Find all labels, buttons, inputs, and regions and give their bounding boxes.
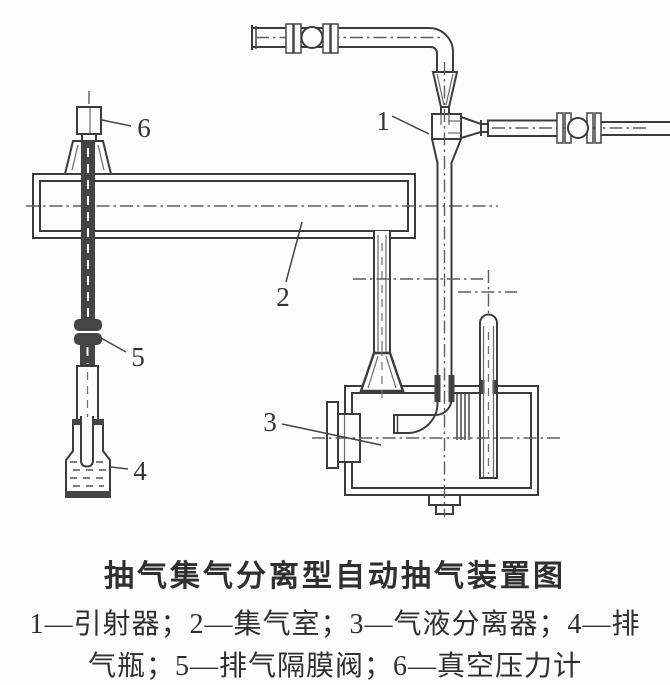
exhaust-sleeve (76, 365, 99, 424)
label-chamber: 2 (276, 282, 290, 312)
diaphragm-valve (74, 319, 102, 366)
exhaust-pipe (81, 141, 95, 321)
ball-valve-top-icon (285, 23, 339, 54)
figure-title: 抽气集气分离型自动抽气装置图 (104, 560, 566, 593)
device-diagram: 1 2 3 4 5 6 (26, 23, 670, 517)
baffle-plate (456, 393, 470, 440)
ball-valve-right-icon (556, 112, 602, 144)
exhaust-bottle (65, 416, 111, 498)
discharge-pipe-right (487, 119, 670, 137)
leader-lines (100, 115, 430, 470)
tank-inlet-elbow (393, 373, 455, 434)
label-gauge: 6 (137, 113, 151, 143)
ejector-downpipe (436, 162, 453, 375)
ejector (430, 71, 489, 165)
downpipe-funnel (359, 348, 405, 404)
centerlines (312, 62, 562, 517)
level-gauge-tube (479, 313, 498, 479)
figure-legend-line1: 1—引射器；2—集气室；3—气液分离器；4—排 (29, 609, 641, 640)
suction-pipe-top (251, 25, 454, 73)
label-ejector: 1 (376, 106, 390, 136)
label-valve: 5 (131, 342, 145, 372)
label-separator: 3 (263, 407, 277, 437)
part-labels: 1 2 3 4 5 6 (131, 106, 390, 486)
figure-legend-line2: 气瓶；5—排气隔膜阀；6—真空压力计 (87, 651, 582, 682)
chamber-downpipe (373, 230, 391, 354)
label-bottle: 4 (133, 456, 147, 486)
